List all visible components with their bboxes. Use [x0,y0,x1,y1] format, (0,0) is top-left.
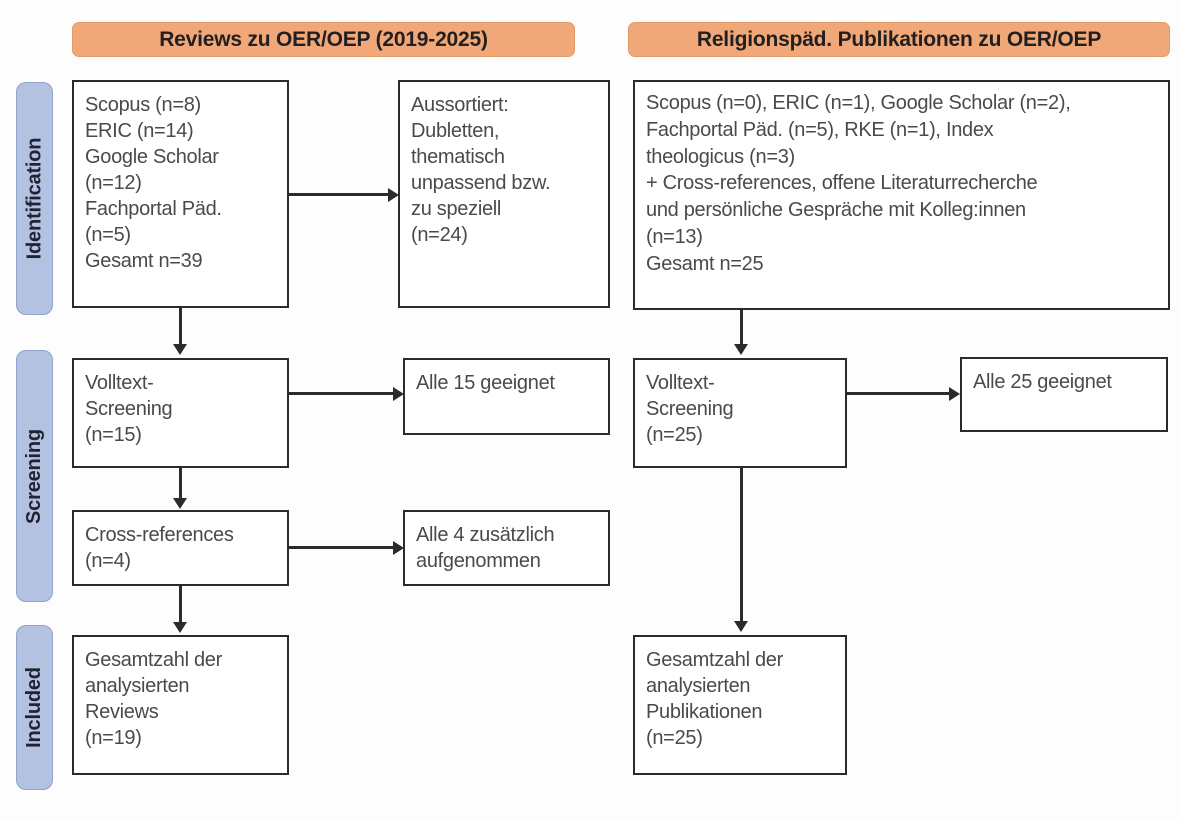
left-sources-box: Scopus (n=8) ERIC (n=14) Google Scholar … [72,80,289,308]
connector-left-crossref-to-result [289,546,394,549]
connector-right-sources-to-fulltext [740,310,743,346]
left-included-total-box: Gesamtzahl der analysierten Reviews (n=1… [72,635,289,775]
right-fulltext-screening-box: Volltext- Screening (n=25) [633,358,847,468]
column-header-reviews: Reviews zu OER/OEP (2019-2025) [72,22,575,57]
connector-right-fulltext-to-result [847,392,951,395]
arrowhead-left-sources-to-excluded [388,188,399,202]
stage-pill-screening: Screening [16,350,53,602]
arrowhead-left-fulltext-to-result [393,387,404,401]
connector-left-fulltext-to-result [289,392,394,395]
left-fulltext-result-box: Alle 15 geeignet [403,358,610,435]
right-included-total-box: Gesamtzahl der analysierten Publikatione… [633,635,847,775]
left-crossreferences-result-box: Alle 4 zusätzlich aufgenommen [403,510,610,586]
stage-label-included: Included [23,667,46,748]
connector-left-crossref-to-included [179,586,182,624]
connector-left-fulltext-to-crossref [179,468,182,500]
arrowhead-left-crossref-to-included [173,622,187,633]
arrowhead-right-fulltext-to-included [734,621,748,632]
column-header-religious-publications: Religionspäd. Publikationen zu OER/OEP [628,22,1170,57]
arrowhead-right-fulltext-to-result [949,387,960,401]
right-fulltext-result-box: Alle 25 geeignet [960,357,1168,432]
arrowhead-right-sources-to-fulltext [734,344,748,355]
arrowhead-left-sources-to-fulltext [173,344,187,355]
left-excluded-box: Aussortiert: Dubletten, thematisch unpas… [398,80,610,308]
right-sources-box: Scopus (n=0), ERIC (n=1), Google Scholar… [633,80,1170,310]
arrowhead-left-crossref-to-result [393,541,404,555]
left-fulltext-screening-box: Volltext- Screening (n=15) [72,358,289,468]
connector-left-sources-to-excluded [289,193,389,196]
stage-label-identification: Identification [23,137,45,260]
stage-label-screening: Screening [23,428,45,524]
connector-left-sources-to-fulltext [179,308,182,346]
stage-pill-identification: Identification [16,82,53,315]
connector-right-fulltext-to-included [740,468,743,623]
stage-pill-included: Included [16,625,53,790]
arrowhead-left-fulltext-to-crossref [173,498,187,509]
left-crossreferences-box: Cross-references (n=4) [72,510,289,586]
